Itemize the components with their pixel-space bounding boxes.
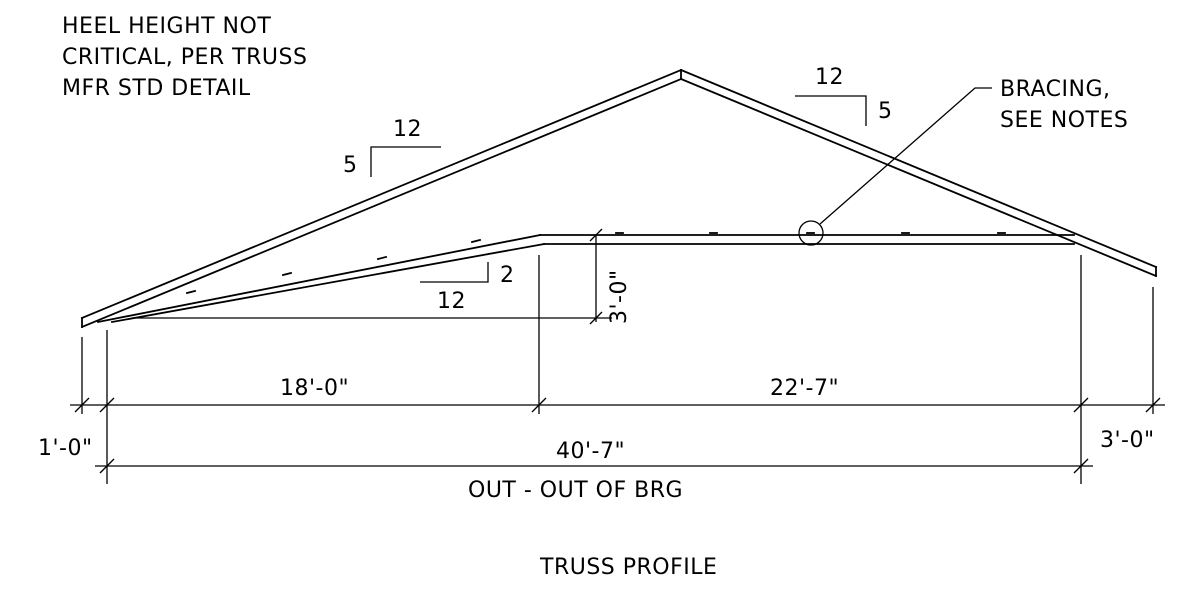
top-chord: [80, 68, 1158, 329]
left-slope-rise: 5: [343, 153, 358, 178]
left-span-dimension: 18'-0": [280, 376, 349, 401]
right-slope-marker: [795, 95, 867, 126]
left-slope-run: 12: [393, 117, 422, 142]
bracing-leader-line: [819, 87, 992, 225]
right-slope-rise: 5: [878, 99, 893, 124]
heel-note-line-2: CRITICAL, PER TRUSS: [62, 45, 307, 70]
heel-drop-dimension: 3'-0": [607, 269, 632, 324]
upper-dimension-line: [70, 397, 1165, 413]
bottom-slope-rise: 2: [500, 263, 515, 288]
bottom-slope-marker: [420, 262, 489, 283]
right-span-dimension: 22'-7": [770, 376, 839, 401]
bottom-chord: [96, 233, 1075, 324]
extension-lines: [81, 255, 1154, 484]
drawing-title: TRUSS PROFILE: [539, 555, 717, 580]
bracing-note-line-2: SEE NOTES: [1000, 108, 1128, 133]
right-slope-run: 12: [815, 65, 844, 90]
bracing-ticks: [185, 232, 1006, 295]
bracing-note-line-1: BRACING,: [1000, 77, 1111, 102]
left-slope-marker: [370, 146, 441, 177]
total-span-dimension-line: [95, 458, 1093, 474]
right-overhang-dimension: 3'-0": [1100, 428, 1155, 453]
heel-note-line-3: MFR STD DETAIL: [62, 76, 251, 101]
total-span-dimension: 40'-7": [556, 439, 625, 464]
left-overhang-dimension: 1'-0": [38, 436, 93, 461]
bracing-callout-circle: [798, 220, 824, 246]
heel-note-line-1: HEEL HEIGHT NOT: [62, 14, 271, 39]
bottom-slope-run: 12: [437, 289, 466, 314]
total-span-note: OUT - OUT OF BRG: [468, 478, 683, 503]
heel-dimension: [132, 228, 612, 325]
